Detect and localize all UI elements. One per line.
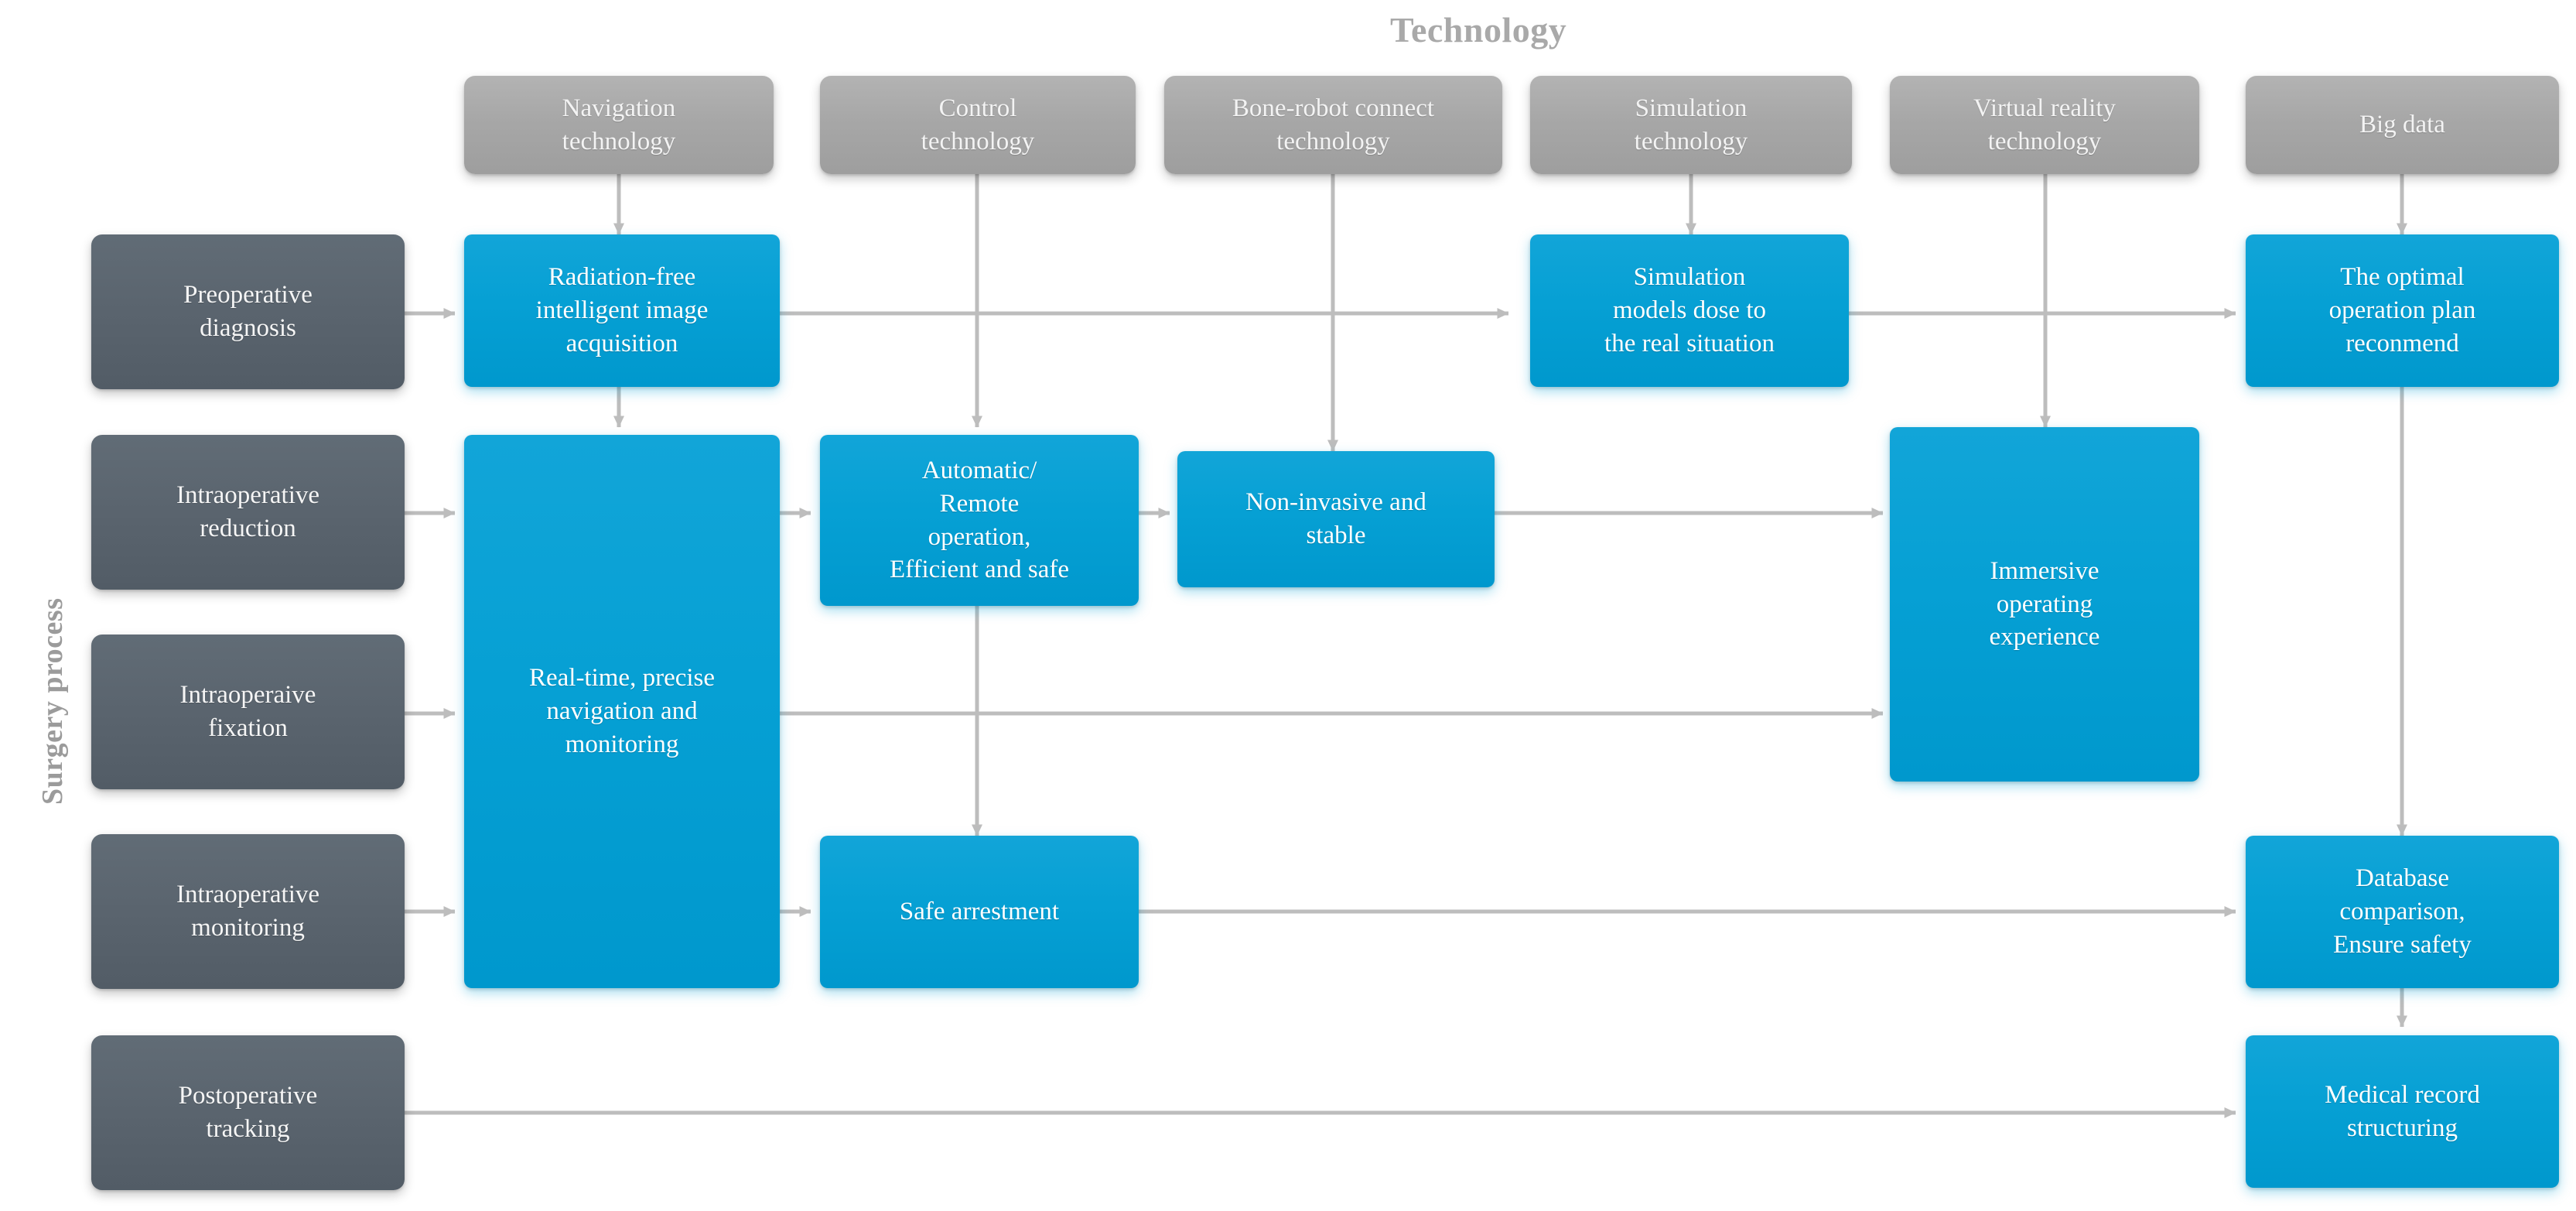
left-axis-title: Surgery process [36,597,69,806]
top-axis-title: Technology [1390,10,1567,50]
capability-label: Safe arrestment [899,898,1060,926]
capability-safe-arrestment[interactable]: Safe arrestment [820,836,1139,988]
technology-column-big-data[interactable]: Big data [2246,76,2559,174]
technology-column-label: Big data [2359,111,2445,139]
